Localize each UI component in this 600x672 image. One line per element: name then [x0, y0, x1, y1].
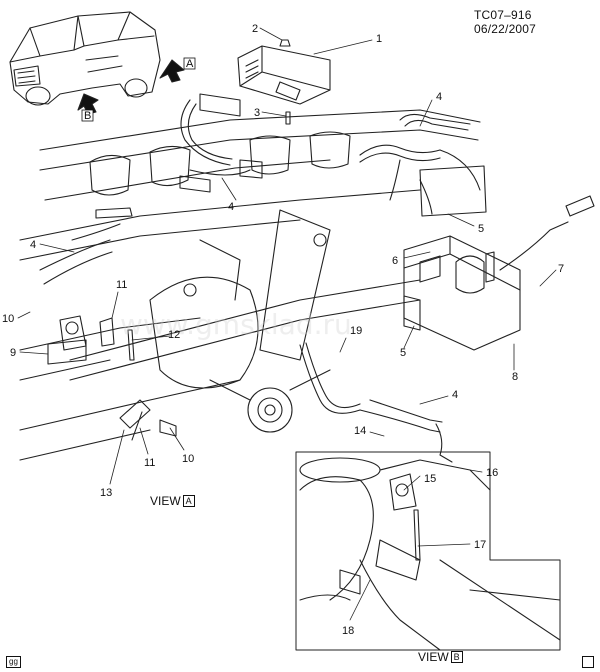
- view-b-prefix: VIEW: [418, 650, 449, 664]
- callout-13: 13: [100, 487, 112, 499]
- rear-axle-assembly: [69, 209, 421, 433]
- view-a-letter: A: [182, 495, 195, 507]
- callout-10b: 10: [182, 453, 194, 465]
- callout-3: 3: [254, 107, 260, 119]
- callout-11b: 11: [144, 457, 155, 469]
- height-sensor-left: [47, 315, 135, 365]
- callout-10a: 10: [2, 313, 14, 325]
- wiring-harness: [39, 93, 481, 463]
- view-a-prefix: VIEW: [150, 494, 181, 508]
- callout-7: 7: [558, 263, 564, 275]
- corner-mark: [582, 656, 594, 668]
- air-compressor: [403, 165, 595, 351]
- callout-4b: 4: [228, 201, 234, 213]
- callout-8: 8: [512, 371, 518, 383]
- callout-18: 18: [342, 625, 354, 637]
- callout-6: 6: [392, 255, 398, 267]
- callout-4a: 4: [436, 91, 442, 103]
- watermark-text: www.gmsklad.ru: [120, 308, 352, 341]
- view-b-letter: B: [450, 651, 463, 663]
- callout-16: 16: [486, 467, 498, 479]
- callout-9: 9: [10, 347, 16, 359]
- callout-leaders: [17, 27, 557, 621]
- vehicle-thumbnail: [9, 11, 161, 106]
- callout-4d: 4: [452, 389, 458, 401]
- corner-code: gg: [6, 656, 21, 668]
- callout-15: 15: [424, 473, 436, 485]
- callout-5a: 5: [478, 223, 484, 235]
- callout-17: 17: [474, 539, 486, 551]
- callout-11a: 11: [116, 279, 127, 291]
- arrow-letter-a: A: [186, 58, 194, 70]
- callout-12: 12: [168, 329, 180, 341]
- callout-5b: 5: [400, 347, 406, 359]
- diagram-id: TC07–916: [474, 8, 532, 22]
- callout-1: 1: [376, 33, 382, 45]
- module-bolt: [285, 111, 291, 125]
- arrow-letters: A B: [81, 57, 196, 122]
- arrow-letter-b: B: [84, 110, 91, 122]
- view-b-inset: [295, 451, 561, 651]
- callout-4c: 4: [30, 239, 36, 251]
- callout-19: 19: [350, 325, 362, 337]
- control-module: [237, 39, 331, 105]
- frame-rail: [19, 109, 481, 461]
- callout-numbers: 1 2 3 4 4 4 4 5 5 6 7 8 9 10 10 11 11 12…: [2, 23, 564, 637]
- diagram-date: 06/22/2007: [474, 22, 537, 36]
- diagram-code: TC07–916 06/22/2007: [474, 8, 600, 36]
- sensor-link: [119, 399, 177, 441]
- callout-14: 14: [354, 425, 366, 437]
- callout-2: 2: [252, 23, 258, 35]
- direction-arrow-a: [159, 59, 185, 83]
